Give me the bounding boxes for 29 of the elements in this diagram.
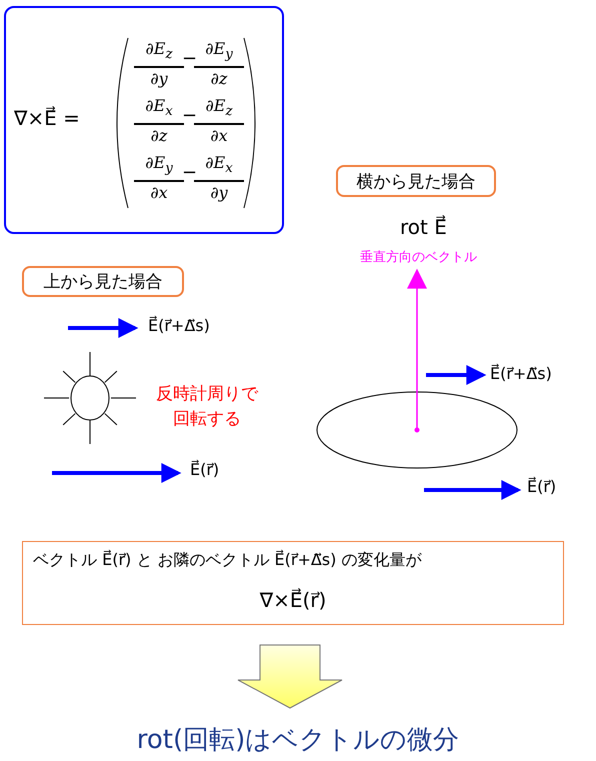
explanation-text: ベクトル E⃗(r⃗) と お隣のベクトル E⃗(r⃗+Δ⃗s) の変化量が: [33, 550, 422, 571]
annotation-text: 反時計周りで回転する: [155, 383, 260, 431]
formula-text: rot E⃗: [400, 215, 447, 239]
denominator: ∂x: [149, 182, 169, 204]
denominator: ∂z: [150, 125, 168, 148]
denominator: ∂x: [209, 125, 229, 148]
numerator: ∂E$_{y}$: [134, 152, 184, 182]
annotation-text: 垂直方向のベクトル: [360, 249, 477, 266]
denominator: ∂z: [210, 68, 228, 90]
numerator: ∂E$_{z}$: [194, 95, 244, 126]
formula-text: ∇×E⃗ =: [14, 106, 80, 130]
numerator: ∂E$_{z}$: [134, 38, 184, 68]
numerator: ∂E$_{x}$: [134, 95, 184, 126]
formula-box: [4, 6, 284, 234]
caption-text: rot(回転)はベクトルの微分: [136, 724, 460, 757]
formula-text: E⃗(r⃗): [527, 477, 556, 496]
numerator: ∂E$_{y}$: [194, 38, 244, 68]
heading-box: [336, 165, 496, 197]
heading-box: [22, 266, 184, 297]
formula-text: ∇×E⃗(r⃗): [258, 588, 328, 612]
explanation-box: [22, 541, 564, 625]
denominator: ∂y: [209, 182, 229, 204]
denominator: ∂y: [149, 68, 169, 90]
heading-text: 上から見た場合: [44, 271, 162, 293]
formula-text: E⃗(r⃗+Δ⃗s): [148, 316, 210, 335]
formula-text: E⃗(r⃗): [190, 460, 220, 479]
numerator: ∂E$_{x}$: [194, 152, 244, 182]
formula-text: E⃗(r⃗+Δ⃗s): [490, 364, 552, 383]
heading-text: 横から見た場合: [356, 170, 476, 192]
